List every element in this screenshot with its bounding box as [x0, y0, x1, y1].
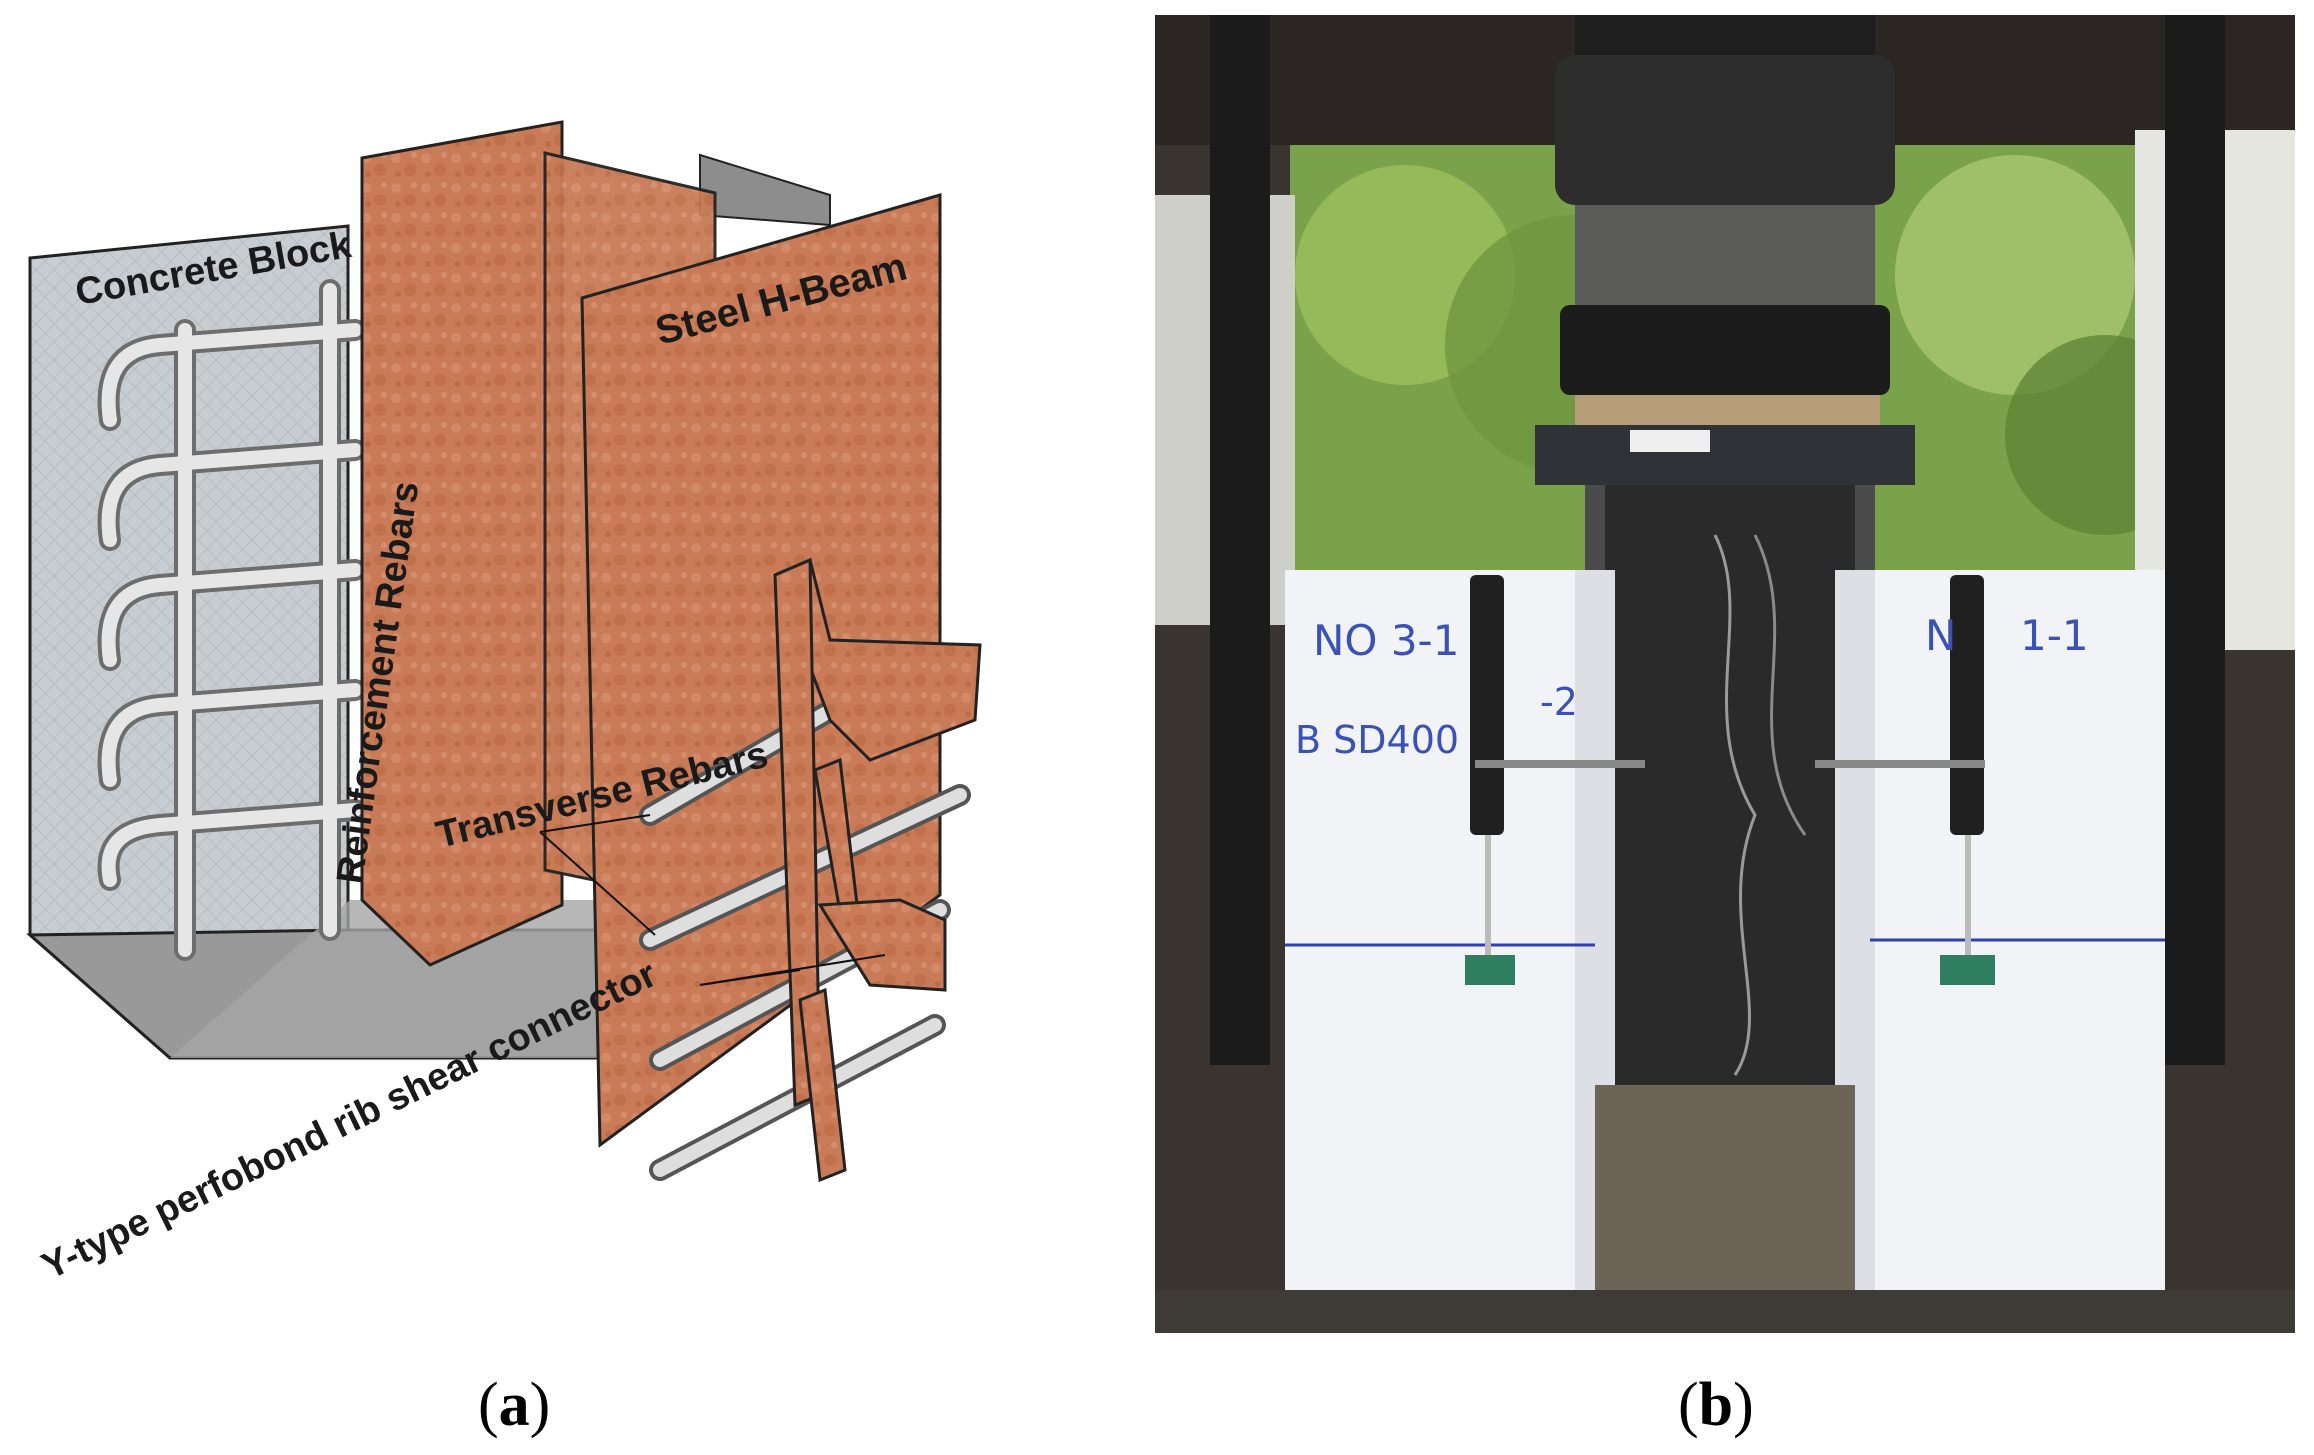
steel-h-beam-specimen	[1585, 485, 1875, 1085]
steel-h-beam	[360, 120, 942, 1148]
lvdt-right	[1815, 575, 1995, 985]
block-label-right-line1-tail: 1-1	[2020, 611, 2089, 660]
concrete-block-left	[1285, 570, 1615, 1290]
push-out-specimen-diagram: Concrete Block Steel H-Beam Reinforcemen…	[26, 120, 982, 1288]
caption-a: (a)	[478, 1371, 551, 1439]
loading-actuator	[1535, 15, 1915, 485]
diagram-panel-a: Concrete Block Steel H-Beam Reinforcemen…	[0, 0, 1120, 1330]
block-label-left-line2: B SD400	[1295, 718, 1459, 762]
lvdt-left	[1465, 575, 1645, 985]
caption-b: (b)	[1678, 1371, 1754, 1439]
frame-column-left	[1210, 15, 1270, 1065]
reinforcement-rebars	[97, 279, 366, 961]
test-setup-photo: NO 3-1 B SD400 -2 N 1-1	[1155, 15, 2295, 1333]
test-setup-photo-panel-b: NO 3-1 B SD400 -2 N 1-1	[1155, 15, 2295, 1333]
y-type-shear-connectors	[773, 557, 982, 1183]
block-label-right-line1: N	[1925, 611, 1956, 660]
block-label-left-line1: NO 3-1	[1313, 616, 1459, 665]
leader-lines	[539, 814, 886, 986]
frame-column-right	[2165, 15, 2225, 1065]
block-label-left-line2-tail: -2	[1540, 680, 1578, 724]
concrete-block-right	[1835, 570, 2165, 1290]
